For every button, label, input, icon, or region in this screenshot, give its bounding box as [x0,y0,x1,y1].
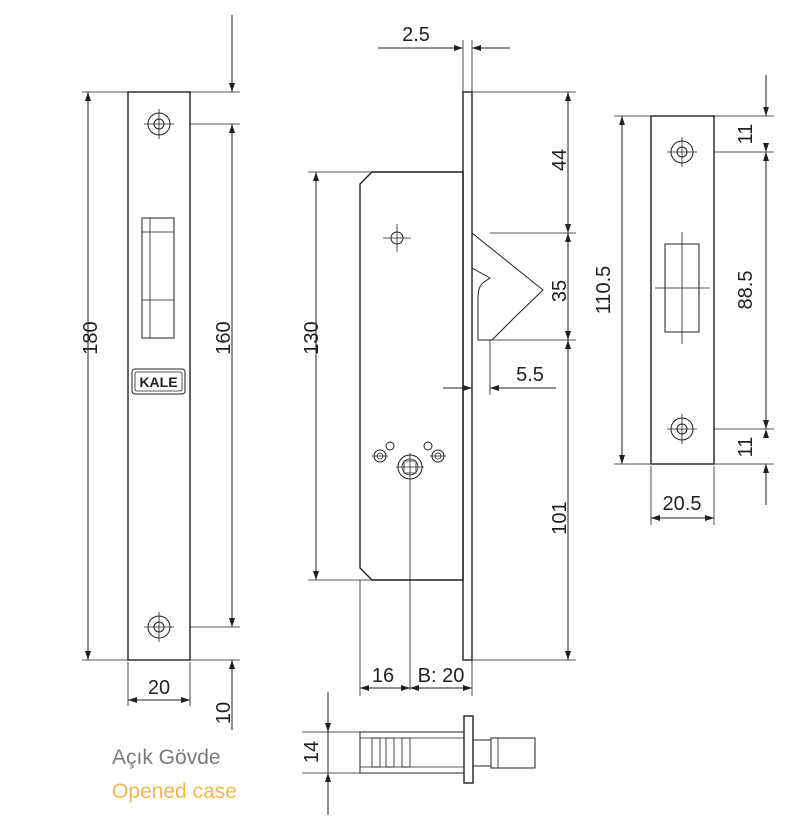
strike-top-screw-icon [666,136,698,168]
strike-slot [655,232,710,344]
dim-latch-height: 35 [549,280,571,302]
latch-bolt [471,231,544,341]
lock-body-view: 2.5 130 44 35 101 5.5 [301,24,576,696]
kale-logo: KALE [131,368,186,395]
faceplate-top-screw-icon [143,108,175,140]
dim-to-follower: 16 [372,665,394,687]
caption-turkish: Açık Gövde [112,746,221,769]
dim-strike-edge-top: 11 [735,124,757,145]
dim-strike-edge-bottom: 11 [735,437,757,458]
dim-latch-throw: 5.5 [516,364,544,386]
dim-latch-to-bottom: 101 [549,501,571,534]
dim-faceplate-hole-spacing: 160 [213,321,235,354]
dim-latch-top: 44 [549,149,571,171]
dim-backset: B: 20 [418,665,465,687]
strike-bottom-screw-icon [666,413,698,445]
dim-bottom-thickness: 14 [301,741,323,763]
latch-slot [141,217,175,339]
dim-faceplate-length: 180 [80,321,102,354]
dim-case-height: 130 [301,321,323,354]
caption-english: Opened case [112,780,237,803]
lever-pins-icon [372,441,446,463]
bottom-view: 14 [301,692,536,815]
strike-plate-view: 110.5 88.5 11 11 20.5 [593,75,774,525]
follower-icon [396,453,424,690]
bottom-front-plate [463,715,474,784]
strike-outline [650,115,715,465]
faceplate-view: KALE 180 160 10 20 [80,15,240,730]
dim-plate-thickness: 2.5 [402,24,430,46]
bottom-latch [490,737,536,769]
case-screw-icon [383,224,411,252]
dim-strike-width: 20.5 [663,493,702,515]
dim-faceplate-width: 20 [148,677,170,699]
dim-faceplate-offset: 10 [213,702,235,724]
case-outline [359,171,464,581]
front-plate [462,91,473,661]
brand-logo-text: KALE [139,374,177,390]
faceplate-bottom-screw-icon [143,611,175,643]
dim-strike-length: 110.5 [593,266,615,315]
dim-strike-hole-spacing: 88.5 [735,271,757,310]
faceplate-outline [127,91,191,661]
